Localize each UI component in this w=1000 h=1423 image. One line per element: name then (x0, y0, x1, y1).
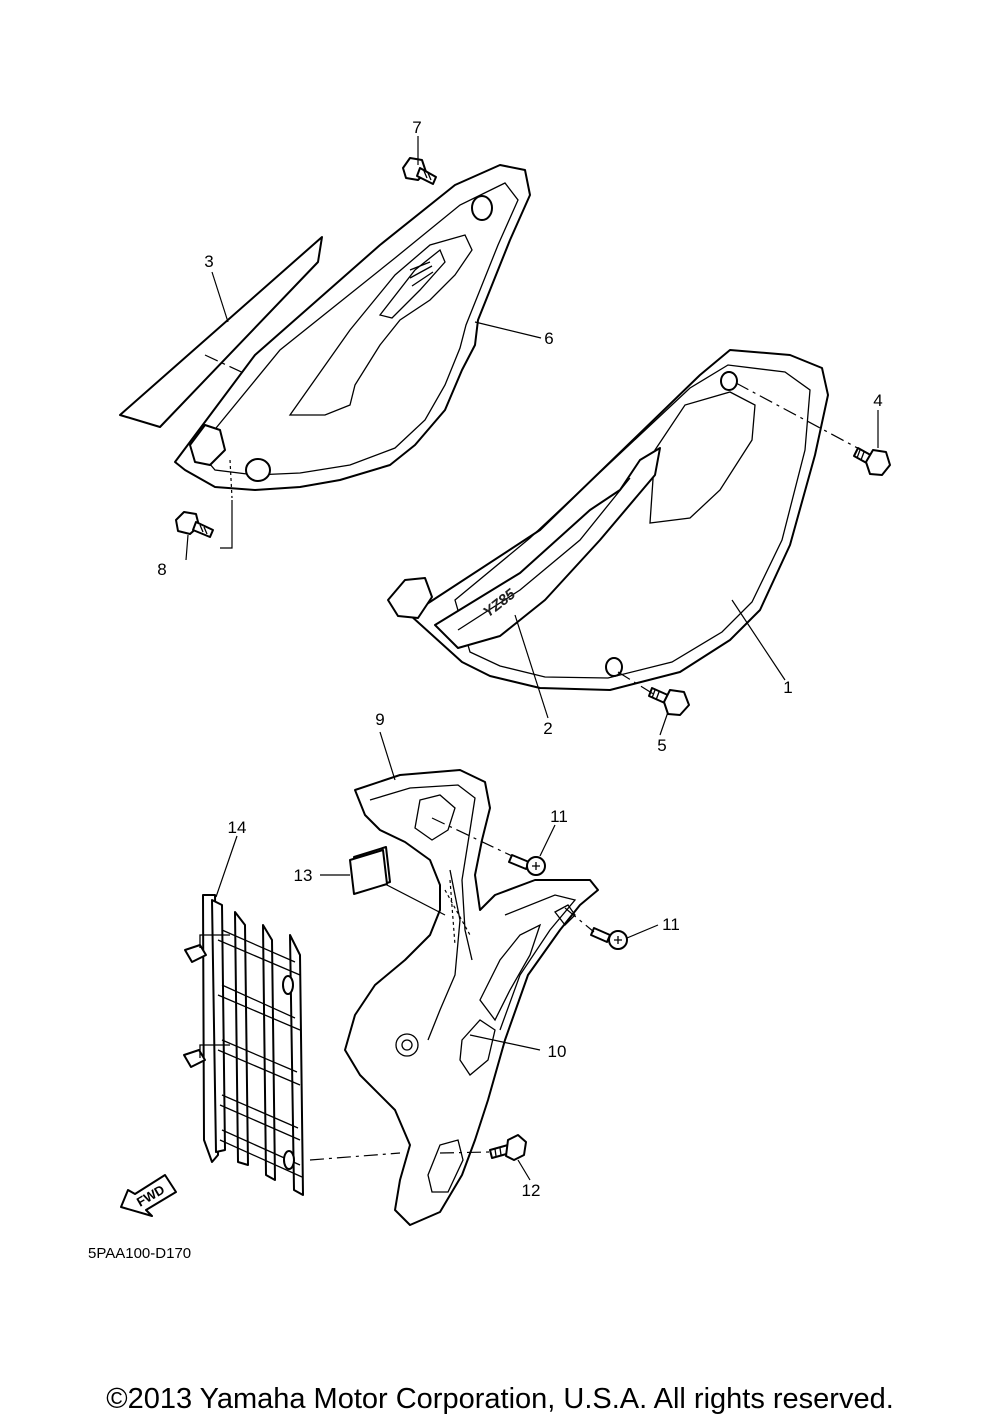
callout-9: 9 (375, 710, 384, 729)
callout-3: 3 (204, 252, 213, 271)
bolt-12 (489, 1134, 527, 1161)
copyright-notice: ©2013 Yamaha Motor Corporation, U.S.A. A… (106, 1383, 894, 1415)
bolt-7 (402, 157, 437, 185)
side-cover-panel (174, 164, 531, 499)
callout-14: 14 (228, 818, 247, 837)
callout-7: 7 (412, 118, 421, 137)
callout-13: 13 (294, 866, 313, 885)
callout-6: 6 (544, 329, 553, 348)
bolt-11-upper (508, 854, 546, 876)
callout-5: 5 (657, 736, 666, 755)
diagram-code: 5PAA100-D170 (88, 1245, 191, 1262)
callout-11-upper: 11 (550, 807, 568, 826)
pad-13 (349, 846, 391, 895)
callout-11-lower: 11 (662, 915, 680, 934)
bolt-11-lower (590, 927, 628, 950)
radiator-shroud (344, 769, 599, 1226)
radiator-louver (183, 894, 304, 1196)
leader-lines (185, 136, 879, 1181)
bolt-8 (175, 511, 214, 538)
callout-12: 12 (522, 1181, 541, 1200)
callout-10: 10 (548, 1042, 567, 1061)
side-cover-graphic: YZ85 (434, 447, 661, 649)
callout-1: 1 (783, 678, 792, 697)
callout-8: 8 (157, 560, 166, 579)
callouts: 1 2 3 4 5 6 7 8 9 10 11 11 12 13 14 (157, 118, 882, 1200)
bolt-4 (853, 447, 891, 476)
callout-4: 4 (873, 391, 882, 410)
callout-2: 2 (543, 719, 552, 738)
side-cover-decal (119, 236, 323, 428)
forward-arrow-icon: FWD (120, 1174, 177, 1217)
bolt-5 (648, 687, 690, 716)
